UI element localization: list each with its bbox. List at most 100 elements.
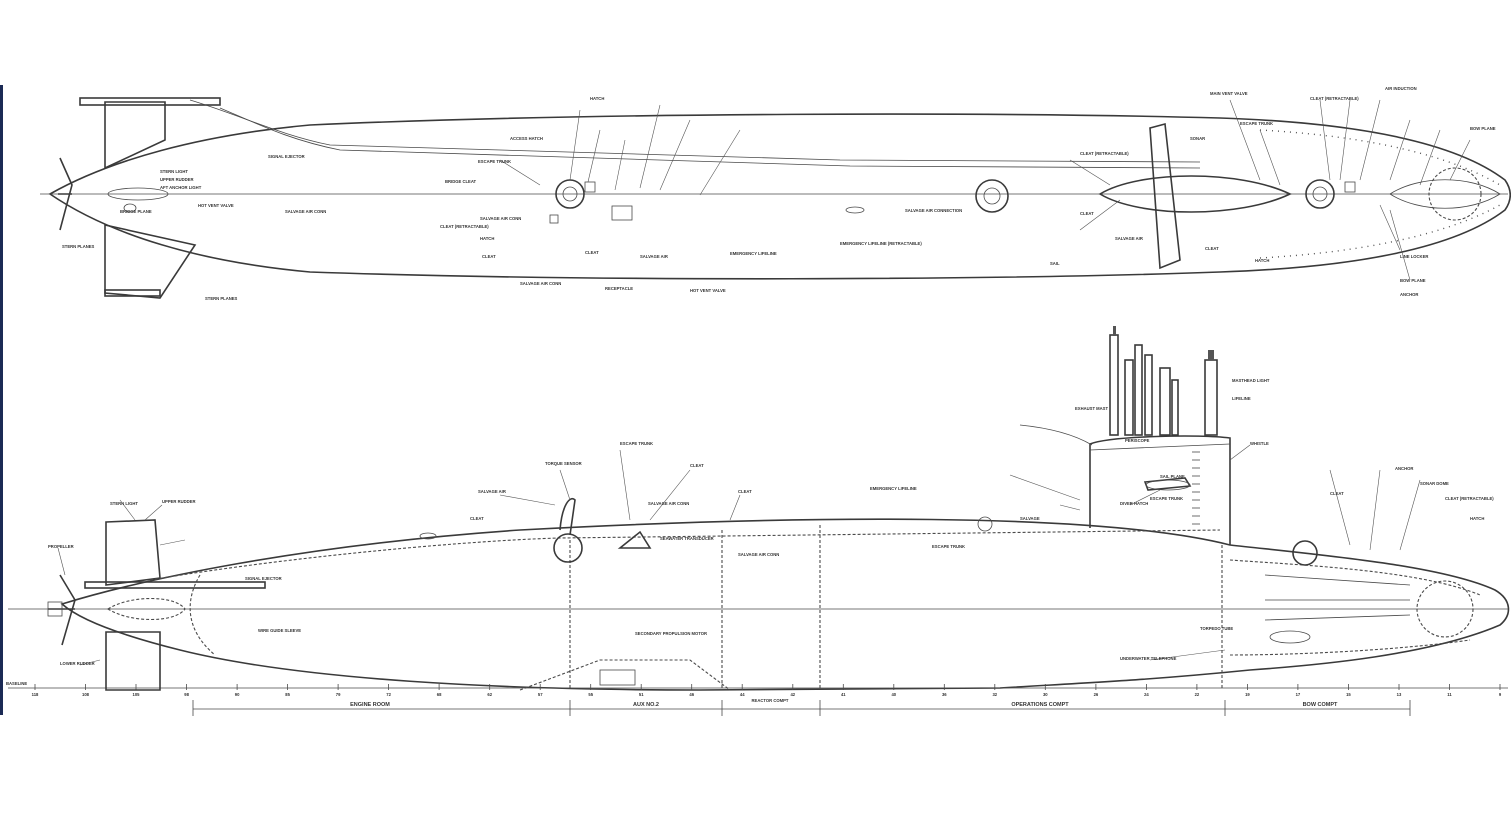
plan-callout-label: UPPER RUDDER bbox=[160, 177, 194, 182]
profile-callout-label: SALVAGE AIR CONN bbox=[648, 501, 689, 506]
plan-callout-label: ANCHOR bbox=[1400, 292, 1418, 297]
profile-propeller bbox=[48, 574, 76, 646]
profile-callout-label: ESCAPE TRUNK bbox=[1150, 496, 1183, 501]
profile-callout-label: LOWER RUDDER bbox=[60, 661, 95, 666]
profile-callout-label: CLEAT bbox=[1330, 491, 1344, 496]
plan-stern-plane-bottom bbox=[104, 289, 161, 297]
plan-callout-label: STERN PLANES bbox=[205, 296, 238, 301]
frame-number-label: 46 bbox=[689, 692, 694, 697]
frame-number-label: 41 bbox=[841, 692, 846, 697]
plan-callout-label: SALVAGE AIR CONN bbox=[480, 216, 521, 221]
profile-callout-label: SONAR DOME bbox=[1420, 481, 1449, 486]
baseline-label: BASELINE bbox=[6, 681, 27, 686]
plan-callout-label: BRIDGE CLEAT bbox=[445, 179, 477, 184]
frame-number-label: 79 bbox=[336, 692, 341, 697]
profile-sonar-dome bbox=[1416, 580, 1474, 638]
plan-callout-label: MAIN VENT VALVE bbox=[1210, 91, 1248, 96]
profile-callout-label: LIFELINE bbox=[1232, 396, 1251, 401]
frame-number-label: 42 bbox=[790, 692, 795, 697]
frame-number-label: 105 bbox=[133, 692, 141, 697]
frame-number-label: 98 bbox=[184, 692, 189, 697]
plan-callout-label: SONAR bbox=[1190, 136, 1205, 141]
plan-callout-label: SALVAGE AIR CONNECTION bbox=[905, 208, 962, 213]
plan-callout-label: EMERGENCY LIFELINE (RETRACTABLE) bbox=[840, 241, 922, 246]
frame-number-label: 36 bbox=[942, 692, 947, 697]
plan-callout-label: SALVAGE AIR bbox=[1115, 236, 1143, 241]
profile-callout-label: EMERGENCY LIFELINE bbox=[870, 486, 917, 491]
plan-callout-label: AIR INDUCTION bbox=[1385, 86, 1417, 91]
profile-callout-label: PERISCOPE bbox=[1125, 438, 1150, 443]
plan-callout-label: CLEAT (RETRACTABLE) bbox=[1080, 151, 1129, 156]
frame-ticks bbox=[34, 684, 1501, 690]
profile-sail bbox=[1089, 435, 1231, 545]
frame-number-label: 9 bbox=[1499, 692, 1502, 697]
plan-callout-label: HATCH bbox=[480, 236, 494, 241]
frame-number-label: 57 bbox=[538, 692, 543, 697]
profile-torpedo-tubes bbox=[1264, 574, 1411, 621]
plan-callout-label: STERN LIGHT bbox=[160, 169, 188, 174]
plan-callout-label: BOW PLANE bbox=[1470, 126, 1496, 131]
frame-number-label: 85 bbox=[285, 692, 290, 697]
profile-callout-label: CLEAT (RETRACTABLE) bbox=[1445, 496, 1494, 501]
profile-callout-label: TORPEDO TUBE bbox=[1200, 626, 1233, 631]
profile-callout-label: ESCAPE TRUNK bbox=[620, 441, 653, 446]
plan-escape-trunk-fwd bbox=[1305, 179, 1335, 209]
plan-deck-line bbox=[189, 99, 1201, 163]
plan-stern-plane-top bbox=[79, 97, 221, 106]
plan-callout-label: BOW PLANE bbox=[1400, 278, 1426, 283]
profile-callout-label: SAIL PLANE bbox=[1160, 474, 1185, 479]
plan-callout-label: CLEAT bbox=[585, 250, 599, 255]
bow-label: BOW COMPT bbox=[1303, 702, 1338, 708]
profile-callout-label: EXHAUST MAST bbox=[1075, 406, 1108, 411]
aux-label: AUX NO.2 bbox=[633, 702, 659, 708]
plan-lower-stern-plane bbox=[104, 224, 197, 299]
frame-number-label: 55 bbox=[588, 692, 593, 697]
profile-stern-plane bbox=[84, 581, 266, 589]
profile-callout-label: PROPELLER bbox=[48, 544, 74, 549]
plan-sail bbox=[1098, 175, 1292, 213]
profile-hull-outline bbox=[60, 518, 1510, 691]
profile-callout-label: SALVAGE AIR bbox=[478, 489, 506, 494]
frame-number-label: 72 bbox=[386, 692, 391, 697]
frame-number-label: 90 bbox=[235, 692, 240, 697]
plan-callout-label: ESCAPE TRUNK bbox=[478, 159, 511, 164]
plan-view bbox=[40, 97, 1511, 299]
profile-callout-label: STERN LIGHT bbox=[110, 501, 138, 506]
profile-shaft-fairing bbox=[106, 597, 186, 621]
plan-callout-label: CLEAT bbox=[1205, 246, 1219, 251]
profile-callout-label: WIRE GUIDE SLEEVE bbox=[258, 628, 301, 633]
profile-callout-label: ESCAPE TRUNK bbox=[932, 544, 965, 549]
profile-lower-rudder bbox=[105, 631, 161, 691]
plan-callout-label: CLEAT bbox=[1080, 211, 1094, 216]
plan-callout-label: ACCESS HATCH bbox=[510, 136, 543, 141]
profile-callout-label: HATCH bbox=[1470, 516, 1484, 521]
compartment-scale: ENGINE ROOM AUX NO.2 REACTOR COMPT OPERA… bbox=[6, 681, 1411, 716]
plan-sail-plane bbox=[1149, 122, 1181, 270]
frame-number-label: 118 bbox=[32, 692, 39, 697]
frame-number-label: 15 bbox=[1346, 692, 1351, 697]
plan-callout-label: HATCH bbox=[590, 96, 604, 101]
plan-upper-stern-plane bbox=[104, 101, 166, 170]
profile-callout-label: SECONDARY PROPULSION MOTOR bbox=[635, 631, 707, 636]
frame-number-label: 108 bbox=[82, 692, 90, 697]
frame-number-label: 11 bbox=[1447, 692, 1452, 697]
scan-edge-bar bbox=[0, 85, 3, 715]
plan-callout-label: SAIL bbox=[1050, 261, 1060, 266]
frame-number-label: 30 bbox=[1043, 692, 1048, 697]
reactor-label: REACTOR COMPT bbox=[752, 698, 789, 703]
plan-callout-label: RECEPTACLE bbox=[605, 286, 633, 291]
profile-callout-label: SEAWATER TRANSDUCER bbox=[660, 536, 714, 541]
plan-propeller bbox=[58, 157, 73, 231]
plan-hatch-mid bbox=[975, 179, 1009, 213]
plan-callout-label: ESCAPE TRUNK bbox=[1240, 121, 1273, 126]
profile-callout-label: UNDERWATER TELEPHONE bbox=[1120, 656, 1177, 661]
profile-callout-label: SIGNAL EJECTOR bbox=[245, 576, 282, 581]
profile-callout-label: SALVAGE AIR CONN bbox=[738, 552, 779, 557]
plan-callout-label: EMERGENCY LIFELINE bbox=[730, 251, 777, 256]
frame-number-label: 44 bbox=[740, 692, 745, 697]
plan-callout-label: HOT VENT VALVE bbox=[690, 288, 726, 293]
plan-callout-label: LINE LOCKER bbox=[1400, 254, 1428, 259]
frame-number-label: 68 bbox=[437, 692, 442, 697]
